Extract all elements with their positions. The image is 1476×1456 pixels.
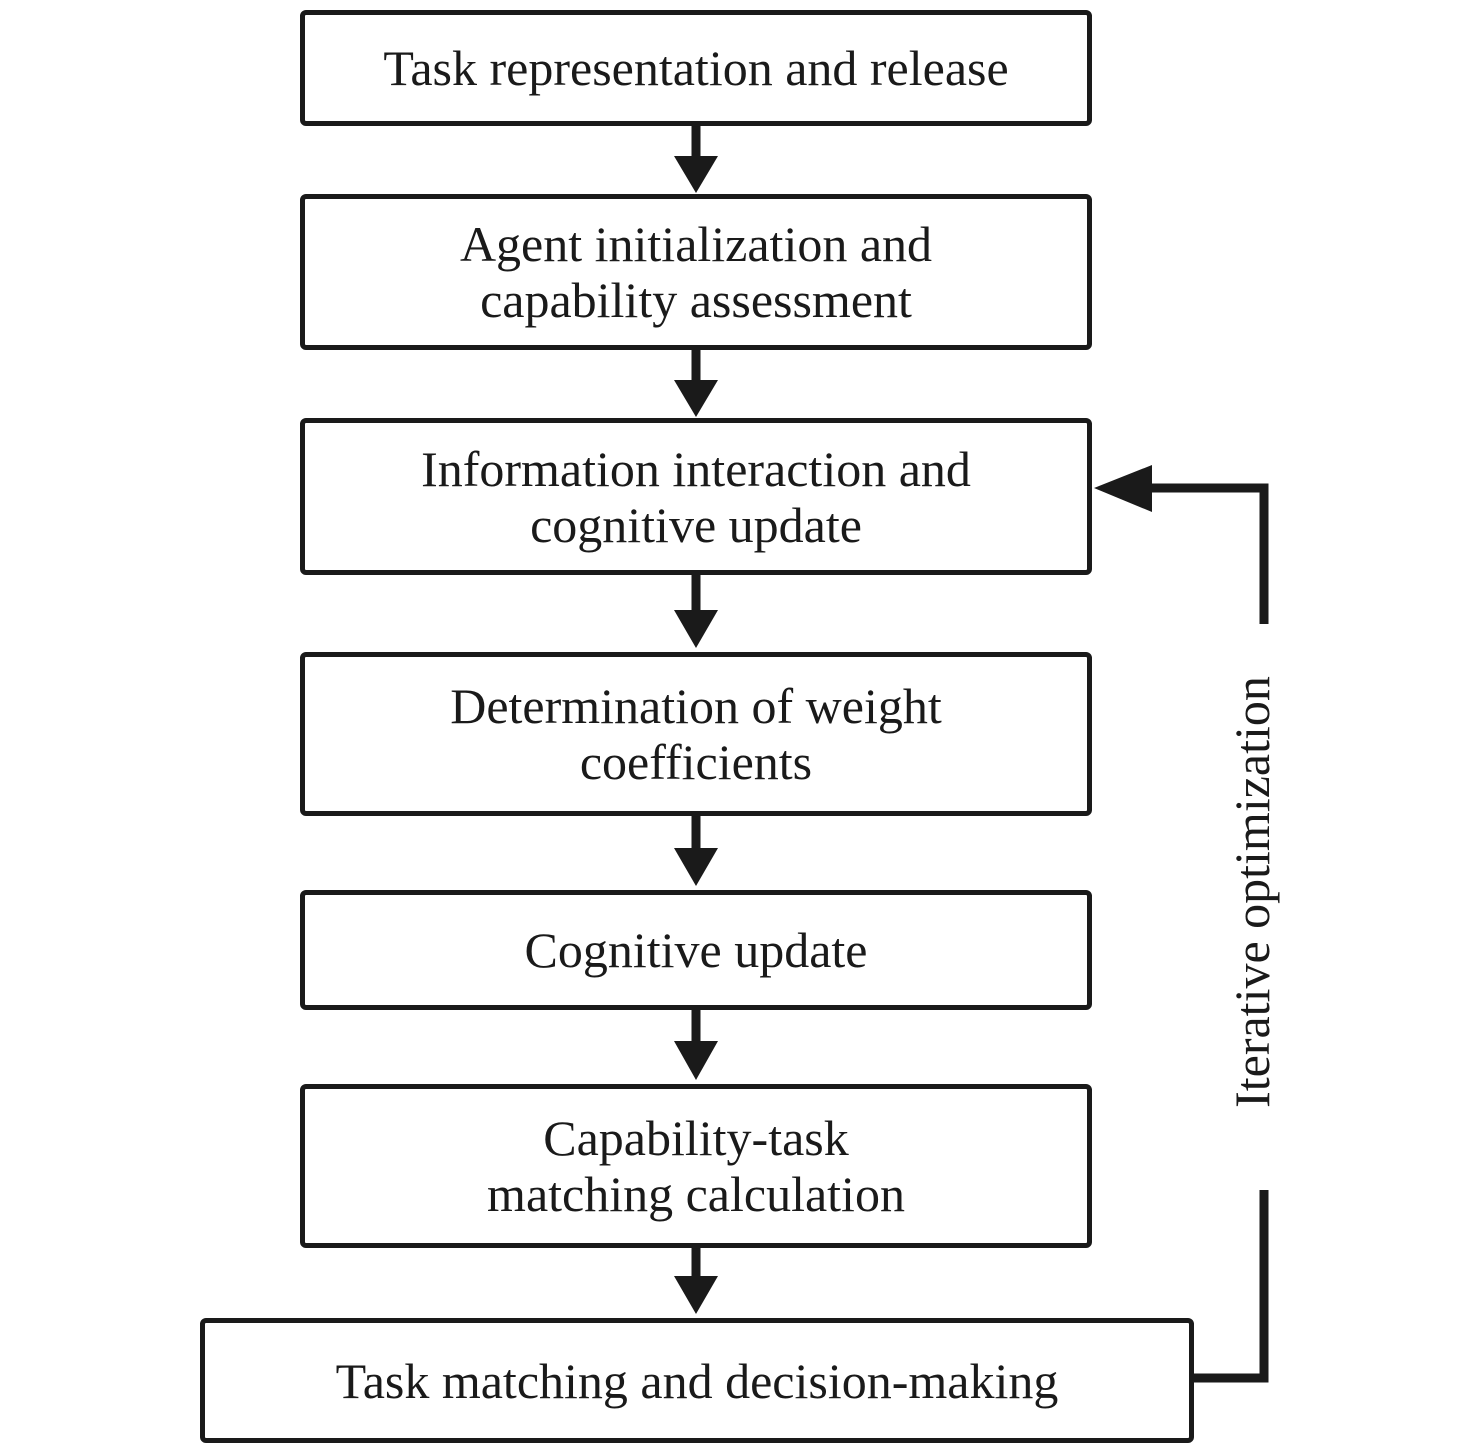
arrow-step3-to-step4 [674,575,718,648]
feedback-loop-arrow [1094,465,1269,1383]
step-task-representation: Task representation and release [300,10,1092,126]
step-label: Cognitive update [524,922,868,978]
step-label: Determination of weight coefficients [450,678,942,790]
arrow-step4-to-step5 [674,816,718,886]
arrow-step6-to-step7 [674,1248,718,1314]
step-label: Task representation and release [383,40,1009,96]
step-task-matching-decision: Task matching and decision-making [200,1318,1194,1443]
step-capability-task-matching: Capability-task matching calculation [300,1084,1092,1248]
step-label: Information interaction and cognitive up… [421,440,971,553]
arrow-step1-to-step2 [674,126,718,193]
arrow-step2-to-step3 [674,350,718,417]
step-information-interaction: Information interaction and cognitive up… [300,418,1092,575]
step-label: Task matching and decision-making [335,1352,1059,1409]
step-agent-initialization: Agent initialization and capability asse… [300,194,1092,350]
step-cognitive-update: Cognitive update [300,890,1092,1010]
arrow-step5-to-step6 [674,1010,718,1080]
step-weight-coefficients: Determination of weight coefficients [300,652,1092,816]
iterative-optimization-label: Iterative optimization [1224,676,1280,1108]
step-label: Capability-task matching calculation [487,1110,905,1222]
step-label: Agent initialization and capability asse… [459,216,933,328]
